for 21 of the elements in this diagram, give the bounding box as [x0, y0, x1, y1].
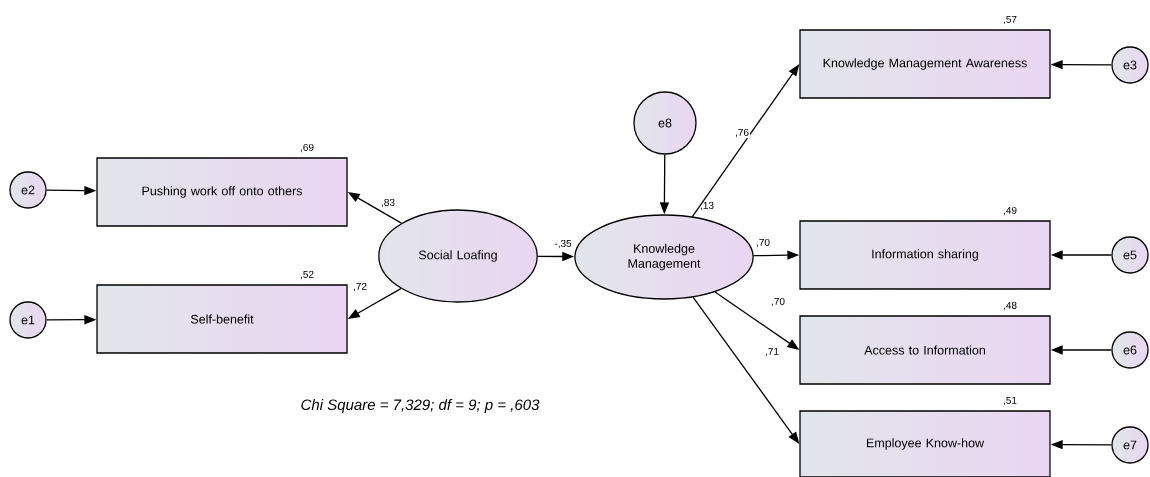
coefficient-label: ,52 — [300, 270, 314, 280]
fit-statistics: Chi Square = 7,329; df = 9; p = ,603 — [301, 399, 540, 413]
variable-box: Employee Know-how — [799, 410, 1051, 477]
edge-label: ,83 — [380, 197, 396, 209]
edge-label: ,76 — [734, 127, 750, 139]
variable-box: Knowledge Management Awareness — [799, 29, 1051, 99]
coefficient-label: ,48 — [1003, 301, 1017, 311]
coefficient-label: ,51 — [1003, 396, 1017, 406]
edge-label: ,72 — [352, 281, 368, 293]
variable-box: Pushing work off onto others — [96, 157, 348, 227]
variable-box: Self-benefit — [96, 284, 348, 354]
edge-label: ,70 — [755, 237, 771, 249]
variable-box: Access to Information — [799, 315, 1051, 385]
coefficient-label: ,69 — [300, 143, 314, 153]
coefficient-label: ,57 — [1003, 15, 1017, 25]
edge-label: ,71 — [764, 346, 780, 358]
edge-label: -,35 — [553, 238, 573, 250]
edge-label: ,70 — [770, 296, 786, 308]
variable-box: Information sharing — [799, 220, 1051, 290]
coefficient-label: ,13 — [700, 201, 714, 211]
coefficient-label: ,49 — [1003, 206, 1017, 216]
